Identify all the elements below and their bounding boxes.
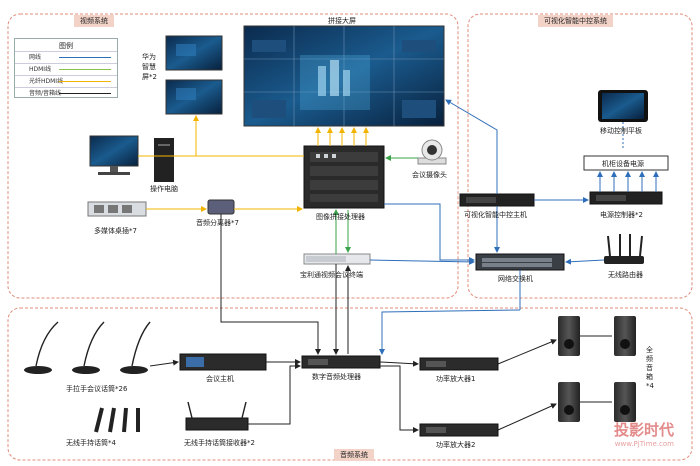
processor-label: 图像拼接处理器 bbox=[316, 213, 365, 221]
handheld-mic-device bbox=[94, 407, 140, 433]
gooseneck-label: 手拉手会议话筒*26 bbox=[66, 385, 128, 393]
router-device bbox=[604, 234, 644, 264]
hdmi-lines bbox=[333, 155, 418, 254]
legend-item: 网线 bbox=[15, 51, 117, 63]
speaker-device bbox=[558, 316, 636, 422]
terminal-label: 宝利通视频会议终端 bbox=[300, 271, 363, 279]
fiber-hdmi-lines bbox=[138, 115, 369, 212]
splice-screen-device bbox=[243, 25, 445, 127]
legend-item: HDMI线 bbox=[15, 63, 117, 75]
legend-swatch bbox=[59, 69, 111, 71]
legend-item: 光纤HDMI线 bbox=[15, 75, 117, 87]
watermark: 投影时代 www.PjTime.com bbox=[614, 419, 674, 448]
desktop-box-device bbox=[87, 201, 147, 217]
router-label: 无线路由器 bbox=[608, 271, 643, 279]
audio-lines bbox=[149, 214, 612, 433]
receiver-device bbox=[185, 401, 249, 431]
tablet-label: 移动控制平板 bbox=[600, 127, 642, 135]
equipment-power-label: 机柜设备电源 bbox=[602, 160, 644, 168]
dsp-label: 数字音频处理器 bbox=[312, 373, 361, 381]
power-controller-label: 电源控制器*2 bbox=[600, 211, 643, 219]
smart-screen-label: 华为智慧屏*2 bbox=[142, 53, 157, 81]
amp1-device bbox=[419, 357, 499, 371]
power-controller-device bbox=[589, 191, 663, 205]
equipment-power-box bbox=[583, 155, 669, 171]
control-system-frame bbox=[467, 13, 693, 299]
control-host-label: 可视化智能中控主机 bbox=[464, 211, 527, 219]
handheld-label: 无线手持话筒*4 bbox=[66, 439, 116, 447]
speakers-label: 全频音箱*4 bbox=[646, 346, 654, 390]
amp1-label: 功率放大器1 bbox=[436, 375, 476, 383]
audio-section-title: 音频系统 bbox=[334, 449, 374, 461]
receiver-label: 无线手持话筒接收器*2 bbox=[184, 439, 255, 447]
processor-device bbox=[303, 145, 385, 209]
video-section-title: 视频系统 bbox=[74, 15, 114, 27]
conf-host-label: 会议主机 bbox=[206, 375, 234, 383]
switch-label: 网络交换机 bbox=[498, 275, 533, 283]
splitter-device bbox=[207, 199, 235, 215]
operator-pc-label: 操作电脑 bbox=[150, 185, 178, 193]
smart-screen-device bbox=[165, 35, 223, 115]
tablet-device bbox=[598, 90, 648, 122]
conference-camera-device bbox=[417, 139, 447, 165]
splice-screen-label: 拼接大屏 bbox=[328, 17, 356, 25]
network-lines bbox=[369, 99, 659, 355]
splitter-label: 音频分离器*7 bbox=[196, 219, 239, 227]
gooseneck-mic-device bbox=[24, 321, 151, 374]
switch-device bbox=[475, 253, 565, 271]
operator-pc-device bbox=[89, 135, 174, 182]
conf-host-device bbox=[179, 353, 267, 371]
legend-swatch bbox=[59, 81, 111, 83]
legend-swatch bbox=[59, 57, 111, 59]
terminal-device bbox=[303, 253, 371, 265]
legend: 图例 网线 HDMI线 光纤HDMI线 音频/音箱线 bbox=[14, 38, 118, 98]
amp2-device bbox=[419, 423, 499, 437]
watermark-text: 投影时代 bbox=[613, 421, 674, 439]
amp2-label: 功率放大器2 bbox=[436, 441, 476, 449]
control-host-device bbox=[459, 193, 535, 207]
legend-swatch bbox=[59, 93, 111, 95]
dsp-device bbox=[301, 355, 381, 369]
control-section-title: 可视化智能中控系统 bbox=[538, 15, 613, 27]
video-system-frame bbox=[7, 13, 459, 299]
watermark-url: www.PjTime.com bbox=[614, 440, 674, 448]
desktop-box-label: 多媒体桌插*7 bbox=[94, 227, 137, 235]
legend-title: 图例 bbox=[59, 42, 73, 50]
legend-item: 音频/音箱线 bbox=[15, 87, 117, 99]
conference-camera-label: 会议摄像头 bbox=[412, 171, 447, 179]
